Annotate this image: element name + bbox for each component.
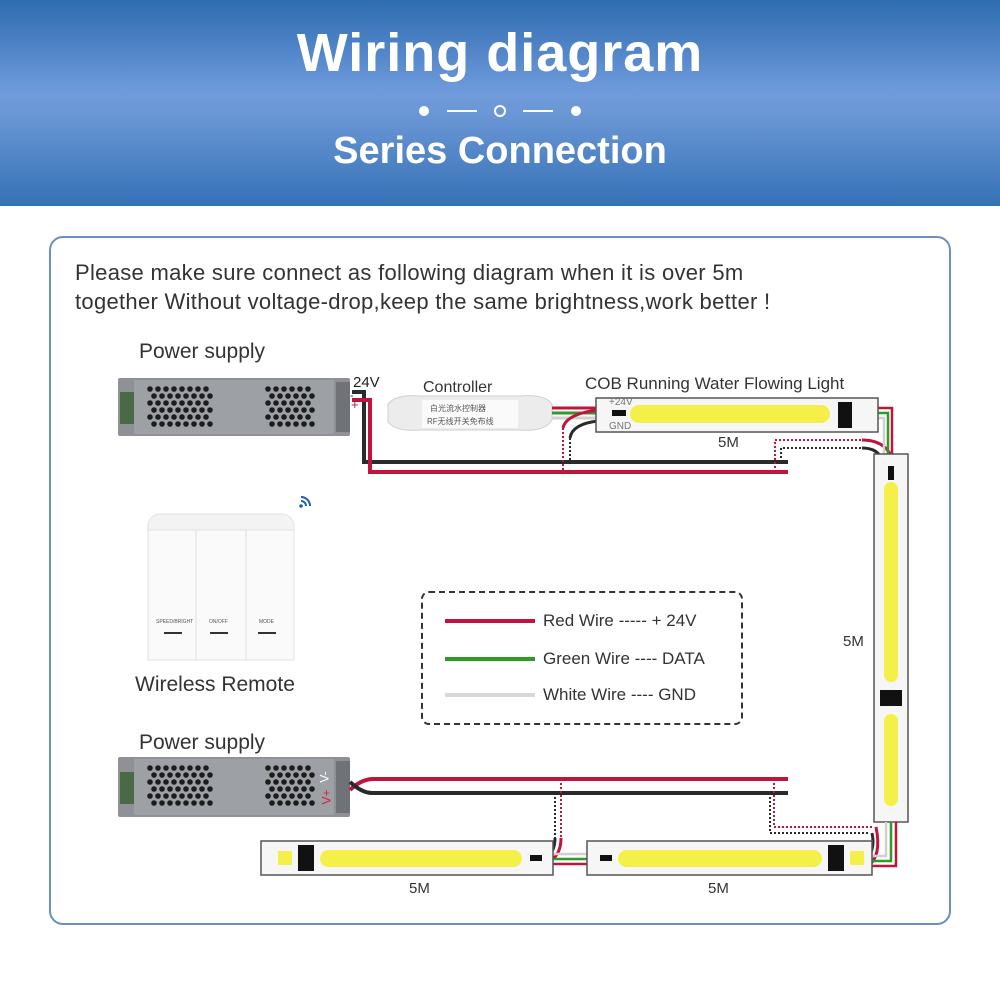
controller-text-1: 白光流水控制器 bbox=[430, 404, 486, 413]
controller-device bbox=[387, 395, 553, 431]
header-banner: Wiring diagram Series Connection bbox=[0, 0, 1000, 206]
led-strip-bottom-right bbox=[586, 840, 873, 876]
strip-pin-gnd: GND bbox=[609, 421, 632, 432]
segment-length-bottom-right: 5M bbox=[708, 880, 729, 897]
wires-top bbox=[352, 390, 894, 474]
legend-item-green: Green Wire ---- DATA bbox=[445, 647, 705, 671]
legend-label-white: White Wire ---- GND bbox=[543, 685, 696, 704]
minus-terminal-label: - bbox=[350, 390, 354, 402]
strip-title: COB Running Water Flowing Light bbox=[585, 374, 845, 393]
segment-length-top: 5M bbox=[718, 434, 739, 451]
led-strip-right bbox=[873, 453, 909, 823]
led-strip-top bbox=[595, 397, 879, 433]
legend-swatch-red bbox=[445, 619, 535, 623]
plus-terminal-label: + bbox=[351, 397, 359, 412]
wireless-signal-icon bbox=[299, 496, 311, 508]
power-supply-top-label: Power supply bbox=[139, 340, 266, 363]
intro-line-1: Please make sure connect as following di… bbox=[75, 260, 744, 285]
bottom-plus-label: V+ bbox=[319, 789, 334, 805]
intro-text: Please make sure connect as following di… bbox=[75, 258, 955, 316]
power-supply-bottom-label: Power supply bbox=[139, 731, 266, 754]
vent-holes bbox=[147, 386, 315, 427]
remote-button-speed: SPEED/BRIGHT bbox=[156, 619, 194, 625]
legend-label-red: Red Wire ----- + 24V bbox=[543, 611, 697, 630]
legend-swatch-green bbox=[445, 657, 535, 661]
voltage-label: 24V bbox=[353, 374, 380, 391]
segment-length-bottom-left: 5M bbox=[409, 880, 430, 897]
page-title: Wiring diagram bbox=[296, 23, 704, 83]
title-divider bbox=[419, 105, 581, 117]
strip-pin-plus: +24V bbox=[609, 397, 633, 408]
legend-swatch-white bbox=[445, 693, 535, 697]
segment-length-right: 5M bbox=[843, 633, 864, 650]
wire-legend: Red Wire ----- + 24V Green Wire ---- DAT… bbox=[421, 591, 743, 725]
page-subtitle: Series Connection bbox=[333, 130, 667, 172]
vent-holes bbox=[147, 765, 315, 806]
legend-label-green: Green Wire ---- DATA bbox=[543, 649, 705, 668]
intro-line-2: together Without voltage-drop,keep the s… bbox=[75, 289, 771, 314]
bottom-minus-label: V- bbox=[317, 771, 332, 783]
remote-button-onoff: ON/OFF bbox=[209, 619, 228, 625]
remote-button-mode: MODE bbox=[259, 619, 274, 625]
led-strip-bottom-left bbox=[260, 840, 554, 876]
legend-item-red: Red Wire ----- + 24V bbox=[445, 609, 697, 633]
wireless-remote bbox=[147, 513, 295, 661]
wireless-remote-label: Wireless Remote bbox=[135, 673, 295, 696]
legend-item-white: White Wire ---- GND bbox=[445, 683, 696, 707]
power-supply-top bbox=[118, 378, 350, 436]
controller-text-2: RF无线开关免布线 bbox=[427, 417, 494, 426]
controller-label: Controller bbox=[423, 379, 493, 396]
